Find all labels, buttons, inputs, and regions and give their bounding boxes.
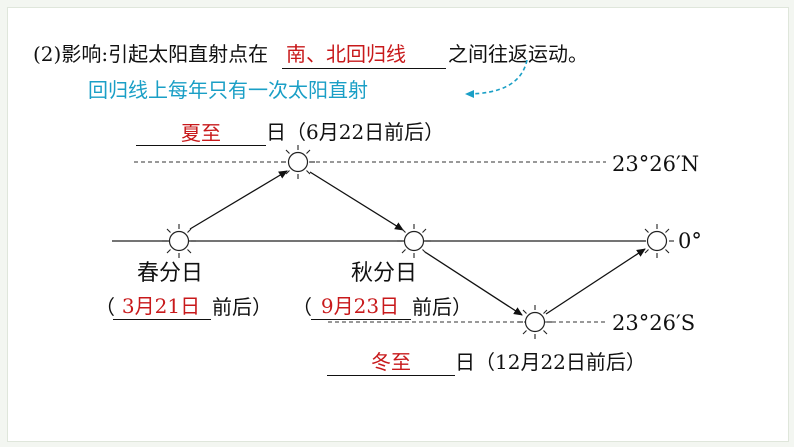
spring-underline [113,319,211,320]
heading-prefix: (2)影响:引起太阳直射点在 [33,42,269,66]
summer-underline [136,145,266,146]
heading-suffix: 之间往返运动。 [448,42,588,66]
south-tropic-label: 23°26′S [612,311,696,335]
winter-date-text: 日（12月22日前后） [455,350,646,374]
spring-open-paren: （ [95,295,115,319]
autumn-suffix: 前后） [412,295,472,319]
summer-date-text: 日（6月22日前后） [266,120,445,144]
autumn-open-paren: （ [292,295,312,319]
sun-icon [640,224,674,258]
sun-icon [518,305,552,339]
sun-icon [397,224,431,258]
heading-answer-underline [282,68,446,69]
summer-answer: 夏至 [181,121,221,145]
note-pointer-arrow [465,59,528,98]
winter-underline [327,375,455,376]
tropic-note: 回归线上每年只有一次太阳直射 [88,78,368,102]
autumn-label: 秋分日 [351,261,418,286]
autumn-underline [311,319,411,320]
autumn-answer: 9月23日 [320,294,400,318]
spring-suffix: 前后） [212,295,272,319]
equator-label: 0° [678,229,702,253]
heading-answer: 南、北回归线 [286,42,406,66]
winter-answer: 冬至 [371,350,411,374]
spring-answer: 3月21日 [121,294,201,318]
arrow-summer-to-autumn [309,171,404,231]
north-tropic-label: 23°26′N [612,152,700,176]
sun-icon [162,224,196,258]
arrow-autumn-to-winter [424,251,523,316]
sun-icon [281,145,315,179]
spring-label: 春分日 [137,261,204,286]
arrow-spring-to-summer [189,170,288,230]
arrow-winter-to-equinox [545,248,646,315]
